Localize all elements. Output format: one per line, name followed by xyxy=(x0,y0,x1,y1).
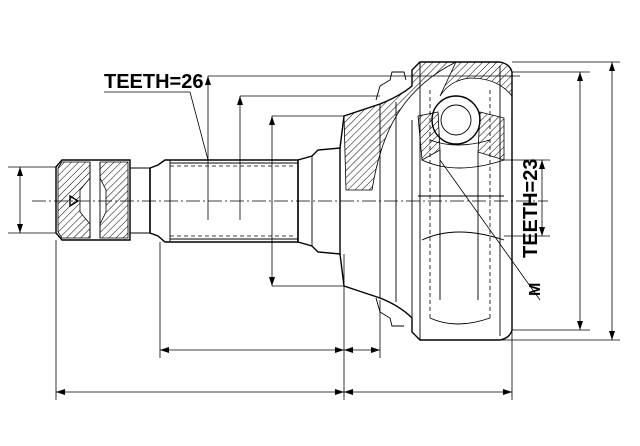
length-dimensions xyxy=(55,240,513,400)
spline-diameter-dimensions xyxy=(205,75,520,287)
thread-label: M xyxy=(527,283,544,296)
teeth26-leader xyxy=(189,91,209,161)
threaded-stub xyxy=(55,159,151,241)
thread-leader xyxy=(439,159,541,301)
inner-race-and-ball xyxy=(417,95,505,325)
spline-outer-label: TEETH=26 xyxy=(104,71,203,93)
housing-diameter-dimensions xyxy=(420,61,620,341)
stub-diameter-dimension xyxy=(8,166,56,234)
spline-inner-label: TEETH=23 xyxy=(520,159,542,258)
splined-shaft xyxy=(149,147,341,255)
